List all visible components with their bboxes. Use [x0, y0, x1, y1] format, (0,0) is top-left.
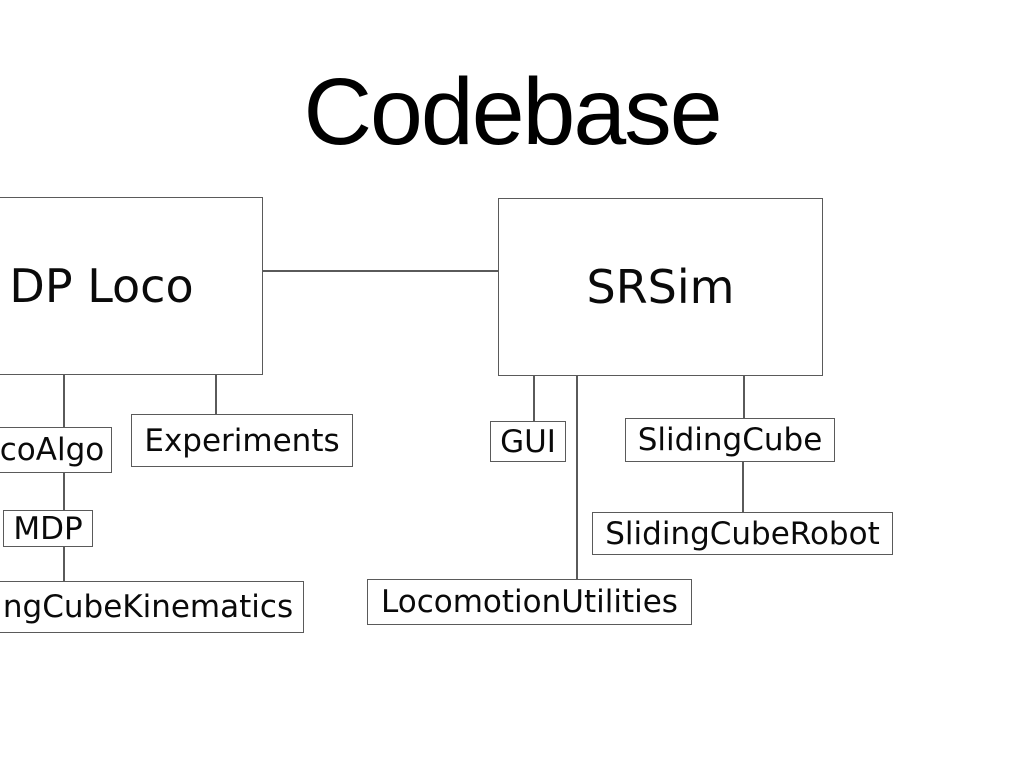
- node-dp-loco: DP Loco: [0, 197, 263, 375]
- node-coalgo-label: coAlgo: [0, 432, 105, 468]
- node-srsim-label: SRSim: [586, 260, 735, 314]
- node-coalgo: coAlgo: [0, 427, 112, 473]
- edge-srsim-locomotionutilities: [576, 376, 578, 579]
- edge-srsim-slidingcube: [743, 376, 745, 418]
- node-ngcubekinematics-label: ngCubeKinematics: [2, 589, 294, 625]
- node-gui-label: GUI: [500, 423, 556, 460]
- edge-dploco-experiments: [215, 375, 217, 414]
- node-slidingcube-label: SlidingCube: [637, 422, 823, 458]
- node-slidingcuberobot-label: SlidingCubeRobot: [605, 515, 880, 552]
- node-ngcubekinematics: ngCubeKinematics: [0, 581, 304, 633]
- node-gui: GUI: [490, 421, 566, 462]
- edge-mdp-ngcubekinematics: [63, 547, 65, 581]
- node-slidingcuberobot: SlidingCubeRobot: [592, 512, 893, 555]
- node-mdp-label: MDP: [13, 510, 83, 547]
- node-srsim: SRSim: [498, 198, 823, 376]
- edge-slidingcube-slidingcuberobot: [742, 462, 744, 512]
- edge-coalgo-mdp: [63, 473, 65, 510]
- slide-title: Codebase: [303, 59, 722, 165]
- node-locomotionutilities: LocomotionUtilities: [367, 579, 692, 625]
- node-experiments: Experiments: [131, 414, 353, 467]
- edge-dploco-srsim: [263, 270, 498, 272]
- node-locomotionutilities-label: LocomotionUtilities: [381, 584, 678, 620]
- edge-dploco-coalgo: [63, 375, 65, 427]
- node-mdp: MDP: [3, 510, 93, 547]
- edge-srsim-gui: [533, 376, 535, 421]
- node-slidingcube: SlidingCube: [625, 418, 835, 462]
- node-dp-loco-label: DP Loco: [9, 259, 194, 313]
- node-experiments-label: Experiments: [144, 422, 340, 459]
